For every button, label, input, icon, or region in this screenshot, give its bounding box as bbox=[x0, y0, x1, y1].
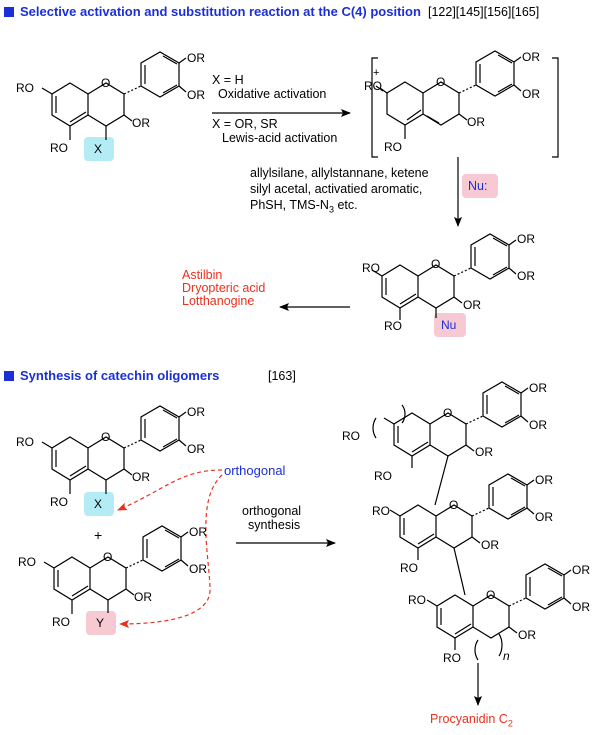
section2-bullet-icon bbox=[4, 371, 14, 381]
section2-references: [163] bbox=[268, 369, 296, 383]
atom-label-or: OR bbox=[187, 88, 205, 102]
orthogonal-arrow-to-x bbox=[117, 469, 223, 511]
atom-label-or: OR bbox=[132, 116, 150, 130]
nucleophiles-line3: PhSH, TMS-N3 etc. bbox=[250, 198, 358, 215]
atom-label-or: OR bbox=[517, 232, 535, 246]
atom-label-ro: RO bbox=[443, 651, 461, 665]
atom-label-ro: RO bbox=[16, 435, 34, 449]
atom-label-ro: RO bbox=[400, 561, 418, 575]
atom-label-ro: RO bbox=[362, 261, 380, 275]
atom-label-o: O bbox=[101, 76, 111, 90]
atom-label-or: OR bbox=[134, 590, 152, 604]
nu-substituted-structure bbox=[371, 233, 517, 320]
atom-label-nu: Nu bbox=[441, 318, 457, 332]
atom-label-x: X bbox=[94, 497, 103, 511]
atom-label-ro: RO bbox=[342, 429, 360, 443]
orthogonal-synthesis-label-line1: orthogonal bbox=[242, 504, 302, 518]
catechin-monomer-y bbox=[43, 525, 189, 614]
atom-label-or: OR bbox=[467, 115, 485, 129]
atom-label-ro: RO bbox=[52, 615, 70, 629]
nucleophiles-line1: allylsilane, allylstannane, ketene bbox=[250, 166, 429, 180]
plus-sign: + bbox=[94, 527, 103, 543]
atom-label-ro: RO bbox=[374, 469, 392, 483]
section2-title: Synthesis of catechin oligomers bbox=[20, 368, 220, 383]
product-lotthanogine: Lotthanogine bbox=[182, 294, 255, 308]
orthogonal-arrow-to-y bbox=[119, 474, 223, 628]
atom-label-or: OR bbox=[529, 381, 547, 395]
atom-label-o: O bbox=[431, 257, 441, 271]
catechin-structure-x bbox=[41, 51, 187, 140]
atom-label-ro: RO bbox=[50, 495, 68, 509]
atom-label-y: Y bbox=[96, 616, 105, 630]
cation-charge: + bbox=[373, 67, 380, 79]
atom-label-or: OR bbox=[572, 600, 590, 614]
atom-label-ro: RO bbox=[18, 555, 36, 569]
atom-label-or: OR bbox=[572, 563, 590, 577]
atom-label-or: OR bbox=[187, 51, 205, 65]
atom-label-or: OR bbox=[522, 50, 540, 64]
product-dryopteric-acid: Dryopteric acid bbox=[182, 281, 266, 295]
y-highlight bbox=[86, 611, 116, 635]
atom-label-or: OR bbox=[481, 538, 499, 552]
orthogonal-synthesis-label-line2: synthesis bbox=[248, 518, 301, 532]
atom-label-or: OR bbox=[189, 562, 207, 576]
section1-references: [122][145][156][165] bbox=[428, 5, 540, 19]
nu-substituent-highlight bbox=[434, 313, 466, 337]
atom-label-or: OR bbox=[518, 628, 536, 642]
x-highlight-1 bbox=[84, 137, 114, 161]
atom-label-o: O bbox=[449, 498, 459, 512]
product-procyanidin-c2: Procyanidin C2 bbox=[430, 712, 513, 729]
atom-label-or: OR bbox=[189, 525, 207, 539]
atom-label-ro: RO bbox=[384, 319, 402, 333]
atom-label-or: OR bbox=[535, 473, 553, 487]
atom-label-ro: RO bbox=[372, 504, 390, 518]
atom-label-o: O bbox=[443, 406, 453, 420]
atom-label-or: OR bbox=[187, 442, 205, 456]
condition-h-line1: X = H bbox=[212, 73, 244, 87]
atom-label-or: OR bbox=[529, 418, 547, 432]
quinone-methide-cation-structure bbox=[371, 50, 559, 158]
product-astilbin: Astilbin bbox=[182, 268, 223, 282]
atom-label-o: O bbox=[486, 588, 496, 602]
atom-label-or: OR bbox=[187, 405, 205, 419]
atom-label-or: OR bbox=[132, 470, 150, 484]
repeat-unit-n: n bbox=[503, 649, 510, 663]
atom-label-or: OR bbox=[522, 87, 540, 101]
condition-or-line2: Lewis-acid activation bbox=[222, 131, 338, 145]
atom-label-ro: RO bbox=[364, 79, 382, 93]
atom-label-or: OR bbox=[535, 510, 553, 524]
orthogonal-label: orthogonal bbox=[224, 463, 286, 478]
x-highlight-2 bbox=[84, 492, 114, 516]
atom-label-or: OR bbox=[463, 298, 481, 312]
atom-label-o: O bbox=[103, 550, 113, 564]
atom-label-ro: RO bbox=[408, 593, 426, 607]
atom-label-or: OR bbox=[475, 445, 493, 459]
procyanidin-oligomer-structure bbox=[372, 381, 572, 661]
atom-label-ro: RO bbox=[384, 140, 402, 154]
nu-reagent-highlight bbox=[462, 174, 498, 198]
nucleophiles-line2: silyl acetal, activatied aromatic, bbox=[250, 182, 423, 196]
section1-title: Selective activation and substitution re… bbox=[20, 4, 421, 19]
atom-label-or: OR bbox=[517, 269, 535, 283]
atom-label-ro: RO bbox=[50, 141, 68, 155]
condition-or-line1: X = OR, SR bbox=[212, 117, 278, 131]
atom-label-x: X bbox=[94, 142, 103, 156]
catechin-monomer-x bbox=[41, 405, 187, 494]
nu-reagent-label: Nu: bbox=[468, 179, 488, 193]
atom-label-o: O bbox=[436, 75, 446, 89]
atom-label-o: O bbox=[101, 430, 111, 444]
section1-bullet-icon bbox=[4, 7, 14, 17]
condition-h-line2: Oxidative activation bbox=[218, 87, 327, 101]
atom-label-ro: RO bbox=[16, 81, 34, 95]
